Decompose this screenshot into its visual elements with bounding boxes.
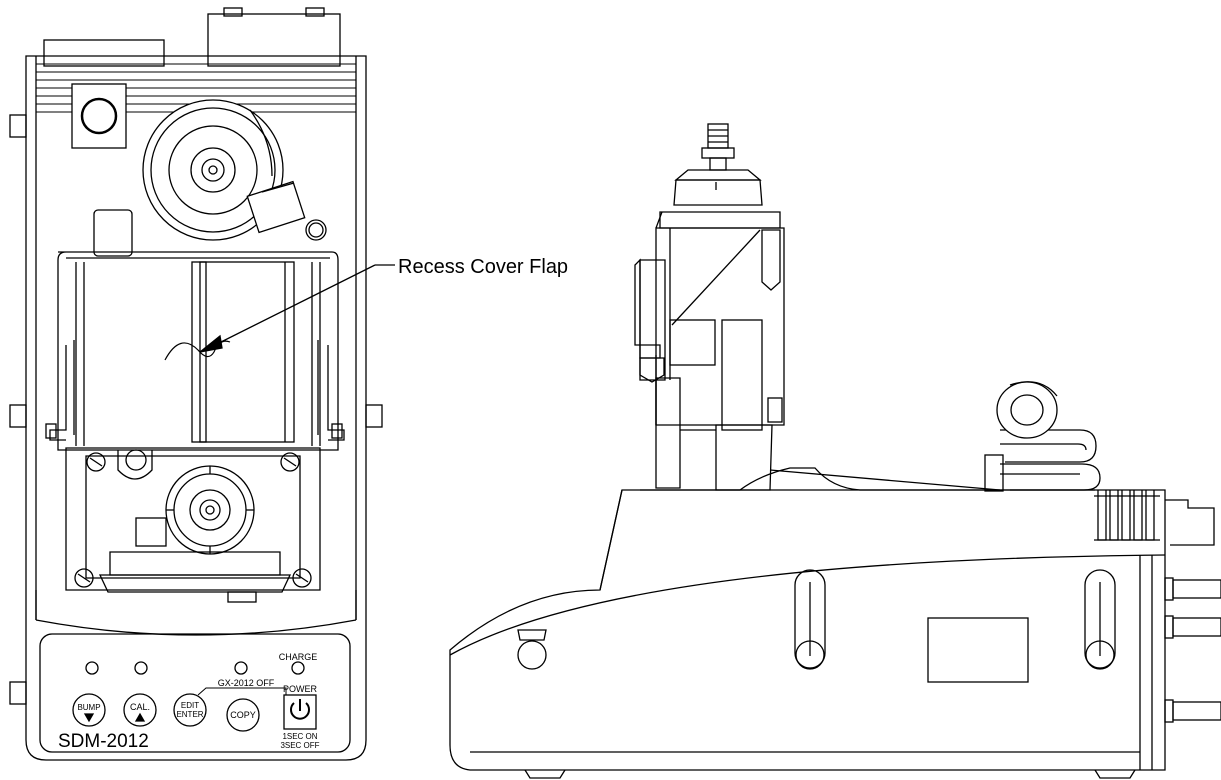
side-display-window bbox=[927, 617, 1029, 683]
power-on-label: 1SEC ON bbox=[282, 732, 317, 741]
hose-reel-icon bbox=[142, 99, 306, 241]
side-slot bbox=[1084, 569, 1116, 669]
led-indicator bbox=[134, 661, 148, 675]
led-charge-indicator bbox=[291, 661, 305, 675]
arrow-up-icon bbox=[134, 712, 146, 722]
cooling-fins bbox=[1094, 490, 1160, 541]
small-knob-icon bbox=[305, 219, 327, 241]
side-connectors bbox=[1164, 499, 1221, 723]
front-side-clip bbox=[9, 114, 27, 138]
inlet-block bbox=[71, 83, 127, 149]
side-button bbox=[795, 640, 825, 670]
control-panel bbox=[39, 633, 351, 753]
led-indicator bbox=[234, 661, 248, 675]
side-button bbox=[1085, 640, 1115, 670]
bump-button[interactable] bbox=[72, 693, 106, 727]
front-side-clip bbox=[9, 681, 27, 705]
enter-button-label: ENTER bbox=[176, 710, 203, 719]
side-base-outline bbox=[449, 489, 1166, 771]
edit-button-label: EDIT bbox=[181, 701, 199, 710]
side-button bbox=[517, 640, 547, 670]
charge-label: CHARGE bbox=[279, 652, 318, 662]
cal-button[interactable] bbox=[123, 693, 157, 727]
arrow-down-icon bbox=[83, 713, 95, 723]
front-top-tab-right bbox=[207, 13, 341, 67]
recess-cover-flap bbox=[57, 251, 339, 451]
front-side-clip bbox=[365, 404, 383, 428]
copy-button-label: COPY bbox=[230, 710, 256, 720]
edit-enter-button[interactable] bbox=[173, 693, 207, 727]
power-label: POWER bbox=[283, 684, 318, 694]
callout-label: Recess Cover Flap bbox=[398, 256, 568, 278]
bump-button-label: BUMP bbox=[77, 703, 100, 712]
front-side-clip bbox=[9, 404, 27, 428]
panel-buttons bbox=[72, 687, 317, 732]
cartridge-housing bbox=[65, 447, 321, 591]
cal-button-label: CAL. bbox=[130, 702, 150, 712]
gx-off-label: GX-2012 OFF bbox=[218, 678, 275, 688]
model-label: SDM-2012 bbox=[58, 731, 149, 752]
led-indicator bbox=[85, 661, 99, 675]
sensor-tower bbox=[634, 123, 785, 491]
front-body-outline bbox=[25, 55, 367, 761]
front-top-tab-left bbox=[43, 39, 165, 67]
front-view bbox=[9, 7, 383, 761]
cartridge-port-icon bbox=[165, 465, 255, 555]
inlet-port-icon bbox=[80, 97, 118, 135]
callout-arrowhead bbox=[199, 334, 223, 353]
coiled-hose-icon bbox=[996, 381, 1101, 491]
side-slot bbox=[794, 569, 826, 669]
side-view bbox=[449, 123, 1221, 779]
copy-button[interactable] bbox=[226, 698, 260, 732]
callout-pointer bbox=[199, 264, 395, 353]
power-off-label: 3SEC OFF bbox=[280, 741, 319, 750]
gx-off-bracket bbox=[197, 687, 287, 696]
power-button[interactable] bbox=[283, 694, 317, 730]
power-icon bbox=[290, 702, 310, 720]
